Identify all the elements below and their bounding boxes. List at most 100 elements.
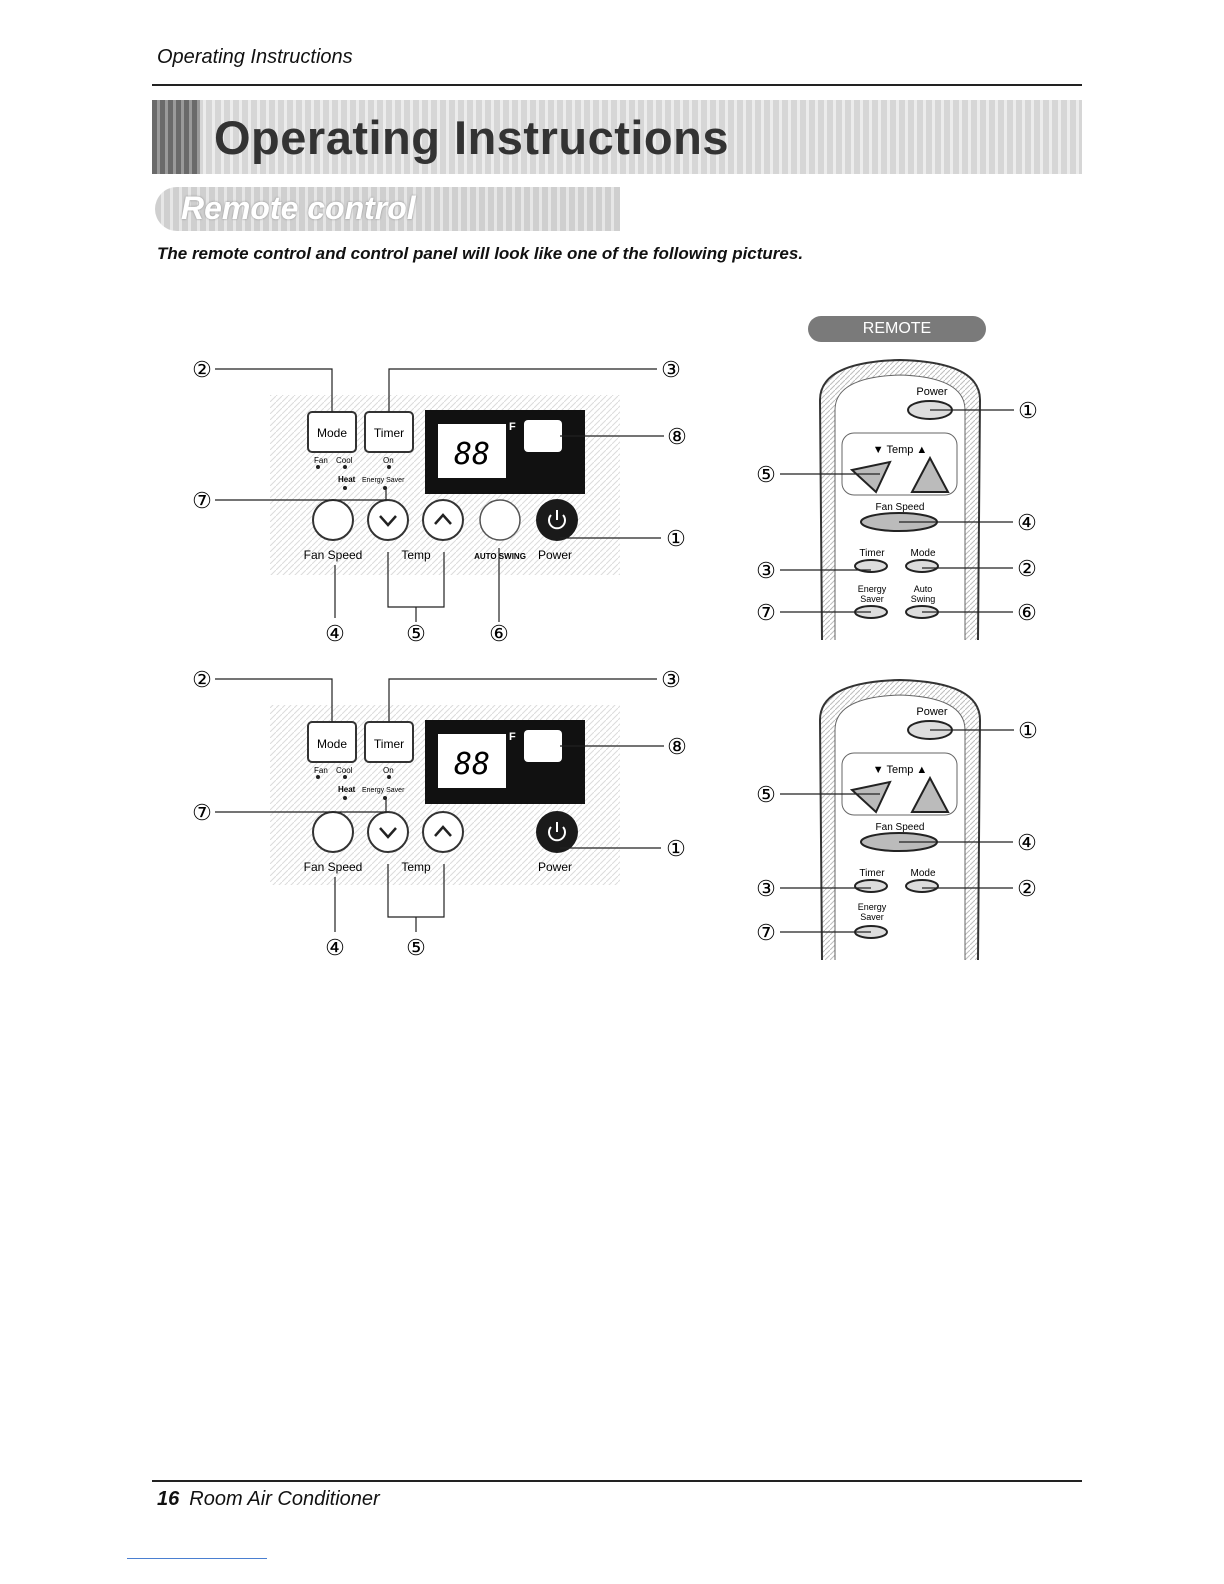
bottom-rule: [152, 1480, 1082, 1482]
footer-title: Room Air Conditioner: [189, 1488, 380, 1510]
remote-timer-label: Timer: [859, 548, 885, 559]
title-band: Operating Instructions: [152, 100, 1082, 174]
power-icon: [548, 826, 566, 842]
mode-button[interactable]: Mode: [307, 411, 357, 453]
cool-indicator-label: Cool: [336, 766, 353, 775]
remote-temp-down-button[interactable]: [849, 780, 892, 814]
timer-button[interactable]: Timer: [364, 721, 414, 763]
on-indicator-label: On: [383, 766, 394, 775]
callout-4: ④: [1017, 510, 1037, 535]
footer-link-line: [127, 1558, 267, 1559]
remote-fan-speed-label: Fan Speed: [876, 822, 925, 833]
callout-6: ⑥: [1017, 600, 1037, 625]
top-rule: [152, 84, 1082, 86]
remote-mode-label: Mode: [910, 868, 935, 879]
temp-up-button[interactable]: [422, 811, 464, 853]
mode-button[interactable]: Mode: [307, 721, 357, 763]
temperature-display: 88: [454, 747, 490, 782]
callout-7: ⑦: [756, 600, 776, 625]
callout-6: ⑥: [489, 621, 509, 646]
callout-7: ⑦: [756, 920, 776, 945]
remote-temp-label: ▼ Temp ▲: [873, 764, 928, 776]
callout-1: ①: [666, 526, 686, 551]
power-label: Power: [538, 548, 572, 562]
remote-mode-button[interactable]: [905, 879, 939, 893]
callout-4: ④: [1017, 830, 1037, 855]
temp-up-button[interactable]: [422, 499, 464, 541]
temp-down-button[interactable]: [367, 499, 409, 541]
remote-temp-up-button[interactable]: [910, 775, 950, 813]
mode-label: Mode: [317, 426, 347, 440]
chevron-up-icon: [434, 513, 452, 525]
callout-5: ⑤: [756, 782, 776, 807]
remote-saver-label: Saver: [860, 594, 884, 604]
mode-label: Mode: [317, 737, 347, 751]
page-number: 16: [157, 1488, 180, 1510]
callout-5: ⑤: [756, 462, 776, 487]
auto-swing-button[interactable]: [479, 499, 521, 541]
remote-saver-label: Saver: [860, 912, 884, 922]
remote-face: [834, 374, 966, 640]
fan-speed-label: Fan Speed: [304, 548, 363, 562]
remote-fan-speed-label: Fan Speed: [876, 502, 925, 513]
fahrenheit-unit: F: [509, 731, 516, 743]
callout-4: ④: [325, 935, 345, 960]
remote-timer-button[interactable]: [854, 559, 888, 573]
page-footer: 16 Room Air Conditioner: [157, 1488, 380, 1511]
callout-1: ①: [666, 836, 686, 861]
heat-indicator-label: Heat: [338, 785, 356, 794]
temperature-display: 88: [454, 437, 490, 472]
remote-mode-label: Mode: [910, 548, 935, 559]
control-panel-2: Mode Timer Fan Cool On Heat Energy Saver…: [192, 667, 687, 960]
callout-1: ①: [1018, 398, 1038, 423]
temp-label: Temp: [401, 548, 431, 562]
running-header: Operating Instructions: [157, 46, 353, 68]
callout-lines: [780, 729, 1014, 933]
timer-label: Timer: [374, 426, 404, 440]
energy-saver-indicator-label: Energy Saver: [362, 477, 405, 484]
remote-temp-up-button[interactable]: [910, 455, 950, 493]
callout-5: ⑤: [406, 935, 426, 960]
remote-power-label: Power: [916, 386, 948, 398]
temp-down-button[interactable]: [367, 811, 409, 853]
callout-3: ③: [756, 876, 776, 901]
chevron-down-icon: [379, 827, 397, 839]
remote-controller-1: Power ▼ Temp ▲ Fan Speed Timer Mode Ener…: [756, 358, 1038, 641]
remote-controller-badge: REMOTE CONTROLLER: [808, 316, 986, 363]
callout-8: ⑧: [667, 734, 687, 759]
remote-face: [834, 694, 966, 960]
callout-4: ④: [325, 621, 345, 646]
remote-sensor-window: [524, 730, 562, 762]
intro-text: The remote control and control panel wil…: [157, 244, 804, 263]
power-button[interactable]: [536, 499, 578, 541]
title-block: [152, 100, 200, 174]
callout-2: ②: [192, 357, 212, 382]
section-heading: Remote control: [155, 187, 620, 231]
remote-temp-label: ▼ Temp ▲: [873, 444, 928, 456]
callout-2: ②: [192, 667, 212, 692]
timer-button[interactable]: Timer: [364, 411, 414, 453]
callout-2: ②: [1017, 556, 1037, 581]
heat-indicator-label: Heat: [338, 475, 356, 484]
remote-temp-down-button[interactable]: [849, 460, 892, 494]
page-title: Operating Instructions: [214, 111, 729, 164]
fan-speed-button[interactable]: [312, 811, 354, 853]
power-button[interactable]: [536, 811, 578, 853]
fan-speed-button[interactable]: [312, 499, 354, 541]
digit-window: [438, 734, 506, 788]
remote-auto-label: Auto: [914, 584, 933, 594]
remote-timer-button[interactable]: [854, 879, 888, 893]
remote-swing-label: Swing: [911, 594, 936, 604]
section-label: Remote control: [181, 190, 416, 226]
power-icon: [548, 514, 566, 530]
callout-lines: [780, 409, 1014, 613]
control-panel-1: Mode Timer Fan Cool On Heat Energy Saver…: [192, 357, 687, 646]
callout-3: ③: [661, 667, 681, 692]
callout-lines: [215, 678, 664, 932]
callout-3: ③: [661, 357, 681, 382]
callout-7: ⑦: [192, 800, 212, 825]
on-indicator-label: On: [383, 456, 394, 465]
remote-mode-button[interactable]: [905, 559, 939, 573]
energy-saver-indicator-label: Energy Saver: [362, 787, 405, 794]
